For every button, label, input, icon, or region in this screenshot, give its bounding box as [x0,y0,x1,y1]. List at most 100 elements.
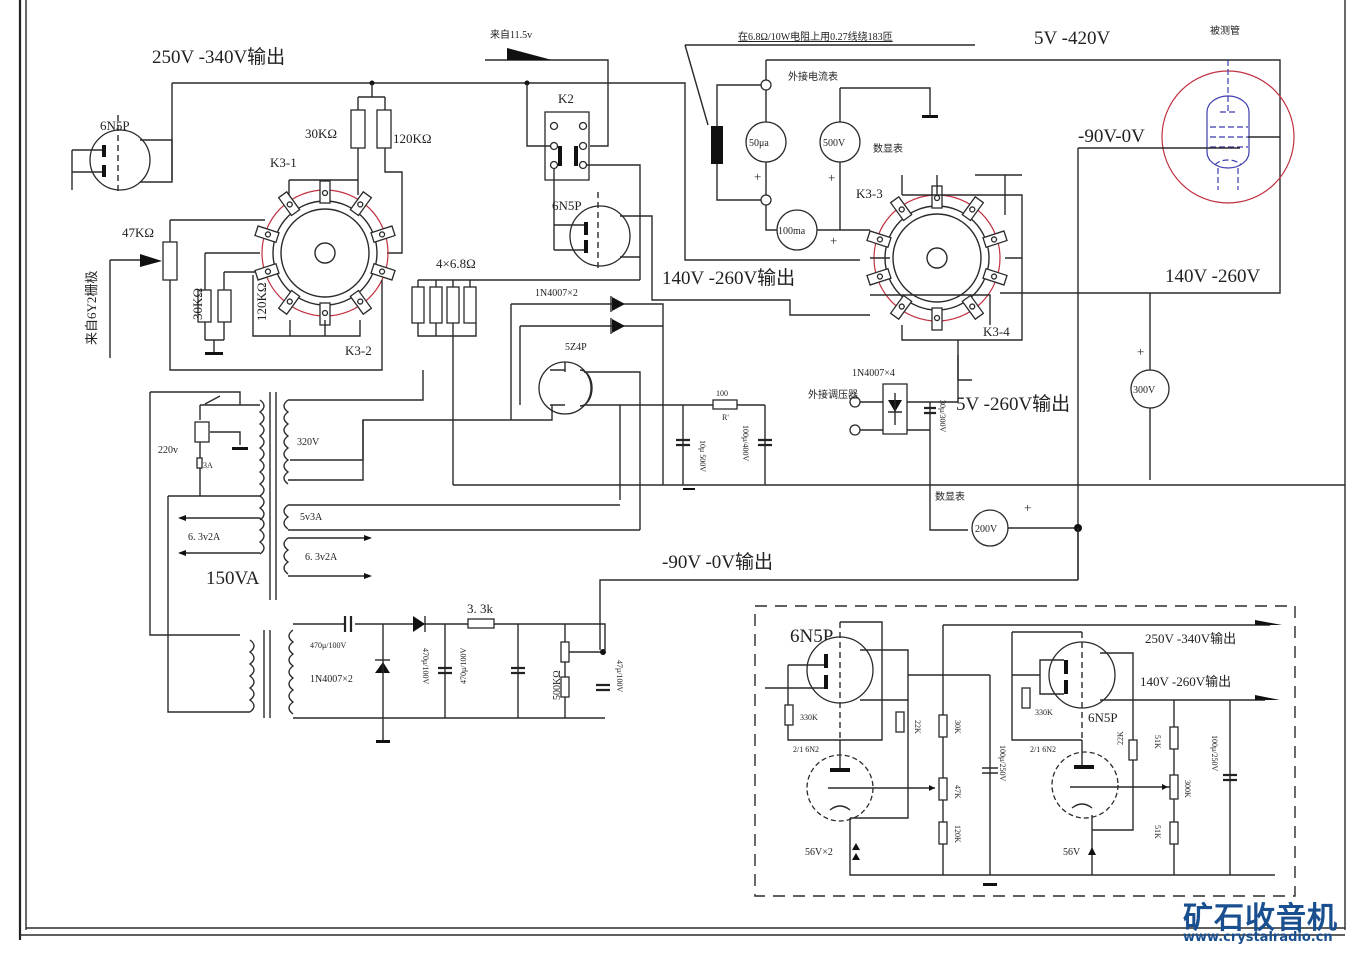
resistor-label: 330K [1035,708,1053,717]
tube-6n2-regulator-b [1051,740,1170,875]
label-neg90-0: -90V-0V [1078,126,1145,147]
switch-contact [264,268,272,275]
plus-sign: + [828,170,835,185]
cap-label: 100μ/250V [1210,735,1219,772]
resistor-330k-b [1021,687,1031,709]
potentiometer-300k[interactable] [1169,774,1179,800]
wire [149,391,260,636]
input-label: 来自6Y2栅极 [84,271,99,345]
switch-contact [357,201,364,208]
wire [252,275,361,337]
switch-label-k3-4: K3-4 [983,324,1010,339]
capacitor-icon [1223,773,1237,782]
resistor-22k [895,711,905,733]
wire [850,700,909,819]
watermark-logo: 矿石收音机 [1183,901,1338,936]
switch-label-k3-2: K3-2 [345,343,372,358]
resistor-label: 22K [1116,731,1125,745]
meter-label: 300V [1133,385,1156,396]
switch-contact [321,189,329,197]
terminal[interactable] [760,79,772,91]
mains-label: 220v [158,445,178,456]
switch-contact [264,231,272,238]
resistor-label: 4×6.8Ω [436,256,476,271]
wire [223,271,255,290]
relay-label: K2 [558,91,574,106]
wire [599,579,1078,650]
terminal[interactable] [849,424,861,436]
wire [526,83,641,280]
winding-label: 320V [297,437,320,448]
potentiometer-47k[interactable] [162,241,178,281]
resistor-30k [938,714,948,738]
switch-contact [990,273,998,280]
wire [444,624,566,718]
pointer-line [684,44,709,126]
resistor [411,286,425,324]
wire [199,405,241,496]
plus-sign: + [754,169,761,184]
arrow-icon [1162,784,1168,790]
cap-label: 100μ/250V [998,745,1007,782]
terminal[interactable] [760,194,772,206]
shunt-note: 在6.8Ω/10W电阻上用0.27线绕183匝 [738,30,893,43]
meter-label: 100ma [778,226,806,237]
wire [357,148,403,254]
switch-contact [378,231,386,238]
page-frame [18,0,1346,940]
resistor-label: 120K [953,825,962,843]
switch-contact [990,236,998,243]
wire [288,179,359,195]
resistor-label: 330K [800,713,818,722]
potentiometer-47k[interactable] [938,777,948,801]
resistor-label: 30KΩ [190,288,205,320]
power-socket [194,421,210,443]
diode-icon [610,318,625,334]
switch-icon[interactable] [204,395,221,405]
potentiometer-500k[interactable] [560,641,570,663]
wire [172,82,860,261]
switch-contact [969,303,976,310]
rotary-switch-k3-1[interactable] [254,180,396,326]
switch-contact [286,201,293,208]
resistor-120k-b [217,289,232,323]
cap-label: 47μ/100V [615,660,624,693]
rotary-switch-k3-3[interactable] [866,185,1008,331]
resistor-label: 51K [1153,735,1162,749]
plus-sign: + [1024,500,1031,515]
output-label-140-260: 140V -260V输出 [662,267,795,289]
wire [417,323,477,485]
cap-label: 100μ/400V [741,425,750,462]
arrow-icon [1255,695,1280,700]
watermark-url: www.crystalradio.cn [1183,930,1333,945]
wire [510,303,664,485]
shunt-coil [711,126,723,164]
wire [1077,136,1280,580]
resistor-label: 30K [953,720,962,734]
output-label-5-260: 5V -260V输出 [956,393,1070,415]
wire [204,252,260,290]
arrow-icon [364,535,372,541]
arrow-icon [929,785,935,791]
junction [600,649,606,655]
resistor-51k-b [1169,821,1179,845]
switch-label-k3-3: K3-3 [856,186,883,201]
wire [167,623,606,719]
output-label-b: 140V -260V输出 [1140,674,1231,689]
cap-label: 30μ/300V [938,400,947,433]
switch-contact [898,303,905,310]
capacitor-icon [924,406,936,415]
wire [860,355,968,531]
arrow-icon [507,48,552,60]
wire [1173,700,1231,875]
tube-6n5p-mid [554,192,870,316]
bridge-label: 1N4007×4 [852,368,895,379]
arrow-icon [364,573,372,579]
relay-k2[interactable] [544,111,590,181]
switch-contact [321,309,329,317]
tube-6n2-regulator-a [806,740,1275,876]
arrow-icon [1255,620,1282,625]
wire [716,84,766,201]
ground-icon [683,488,695,490]
resistor-label: 51K [1153,825,1162,839]
